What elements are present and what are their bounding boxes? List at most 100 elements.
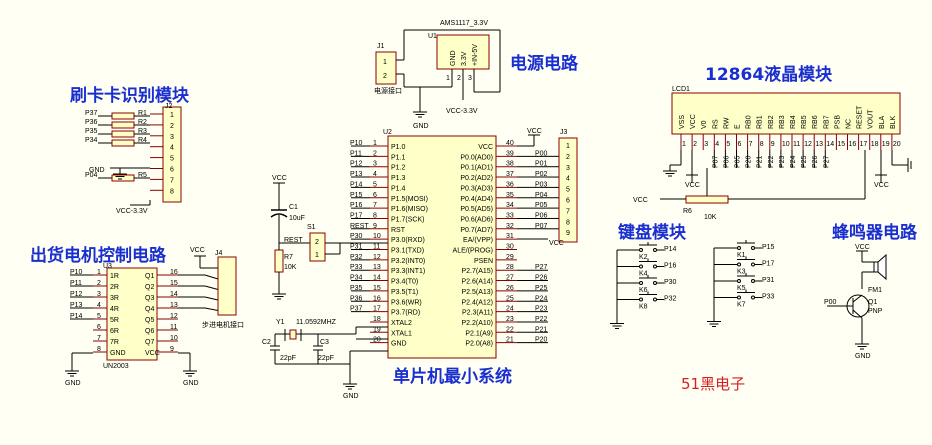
lcd-pin-vcc: VCC	[690, 114, 697, 129]
mcu-pin-num: 1	[373, 140, 377, 147]
lcd-pin-num: 3	[704, 141, 708, 148]
u3-part: UN2003	[103, 363, 129, 370]
mcu-net-p36: P36	[350, 295, 363, 302]
lcd-net-p20: P20	[746, 155, 753, 168]
u3-pin-num: 3	[97, 291, 101, 298]
mcu-pin-num: 9	[373, 223, 377, 230]
lcd-pin-bla: BLA	[879, 115, 886, 129]
mcu-pin-p1.4: P1.4	[391, 185, 406, 192]
mcu-net-p37: P37	[350, 306, 363, 313]
mcu-pin-p0.4(ad4): P0.4(AD4)	[460, 196, 493, 203]
j3-pin-9: 9	[566, 230, 570, 237]
mcu-pin-num: 27	[506, 275, 514, 282]
u3-pin-num: 4	[97, 302, 101, 309]
mcu-pin-num: 38	[506, 161, 514, 168]
mcu-pin-num: 34	[506, 202, 514, 209]
buzzer-fm-label: FM1	[868, 287, 882, 294]
mcu-pin-num: 25	[506, 295, 514, 302]
u3-pin-num: 9	[170, 346, 174, 353]
driver-u3	[106, 267, 158, 361]
mcu-pin-p2.5(a13): P2.5(A13)	[461, 289, 493, 296]
mcu-pin-vcc: VCC	[478, 144, 493, 151]
card-resistor-ref: R1	[138, 110, 147, 117]
key-net-p16: P16	[664, 263, 677, 270]
u3-pin-vcc: VCC	[145, 350, 160, 357]
key-k7: K7	[737, 302, 746, 309]
mcu-pin-p2.2(a10): P2.2(A10)	[461, 320, 493, 327]
j2-pin-3: 3	[170, 134, 174, 141]
mcu-net-p34: P34	[350, 275, 363, 282]
mcu-pin-num: 16	[373, 295, 381, 302]
lcd-pin-rb2: RB2	[768, 115, 775, 129]
mcu-pin-p3.7(rd): P3.7(RD)	[391, 310, 420, 317]
u3-pin-6r: 6R	[110, 328, 119, 335]
j2-pin-7: 7	[170, 177, 174, 184]
key-net-p14: P14	[664, 246, 677, 253]
mcu-pin-p1.1: P1.1	[391, 154, 406, 161]
lcd-pin-num: 11	[793, 141, 800, 148]
lcd-pin-num: 17	[860, 141, 868, 148]
switch-s1	[309, 232, 326, 262]
mcu-net-p33: P33	[350, 264, 363, 271]
card-resistor	[111, 121, 135, 129]
buzzer-fm1	[873, 261, 879, 273]
mcu-pin-p1.7(sck): P1.7(SCK)	[391, 216, 424, 223]
lcd-pin-num: 10	[782, 141, 790, 148]
card-net-p35: P35	[85, 128, 98, 135]
lcd-pin-rb3: RB3	[779, 115, 786, 129]
lcd-pin-rb6: RB6	[812, 115, 819, 129]
motor-gnd-left: GND	[65, 380, 81, 387]
j2-pin-2: 2	[170, 123, 174, 130]
u3-pin-num: 5	[97, 313, 101, 320]
c3-ref: C3	[320, 339, 329, 346]
card-resistor-ref: R3	[138, 128, 147, 135]
buzzer-gnd: GND	[855, 353, 871, 360]
u3-pin-q2: Q2	[145, 284, 154, 291]
mcu-vcc: VCC	[527, 128, 542, 135]
mcu-pin-num: 28	[506, 264, 514, 271]
key-k4: K4	[639, 271, 648, 278]
u3-pin-1r: 1R	[110, 273, 119, 280]
mcu-net-p32: P32	[350, 254, 363, 261]
mcu-pin-num: 2	[373, 150, 377, 157]
j1-ref: J1	[377, 43, 385, 50]
card-net-p36: P36	[85, 119, 98, 126]
j3-pin-6: 6	[566, 198, 570, 205]
lcd-pin-num: 13	[815, 141, 823, 148]
title-card-reader: 刷卡卡识别模块	[70, 85, 190, 106]
lcd-bla-vcc: VCC	[874, 182, 889, 189]
mcu-pin-num: 21	[506, 337, 514, 344]
c1-ref: C1	[289, 204, 298, 211]
mcu-net-p03: P03	[535, 181, 548, 188]
mcu-net-p24: P24	[535, 295, 548, 302]
lcd-pin-num: 16	[849, 141, 857, 148]
mcu-net-p01: P01	[535, 161, 548, 168]
lcd-pin-num: 18	[871, 141, 879, 148]
mcu-pin-p2.4(a12): P2.4(A12)	[461, 299, 493, 306]
card-net-p34: P34	[85, 137, 98, 144]
u3-pin-num: 13	[170, 302, 178, 309]
mcu-pin-p3.5(t1): P3.5(T1)	[391, 289, 418, 296]
buzzer-net: P00	[824, 299, 837, 306]
title-keypad: 键盘模块	[618, 222, 687, 243]
mcu-net-p17: P17	[350, 212, 363, 219]
card-net-p04: P04	[85, 172, 98, 179]
motor-connector-j4	[217, 256, 237, 316]
card-resistor-ref: R2	[138, 119, 147, 126]
lcd-pin-num: 20	[893, 141, 901, 148]
key-net-p15: P15	[762, 244, 775, 251]
lcd-pin-num: 2	[693, 141, 697, 148]
mcu-pin-num: 20	[373, 337, 381, 344]
mcu-pin-p2.7(a15): P2.7(A15)	[461, 268, 493, 275]
mcu-net-p13: P13	[350, 171, 363, 178]
lcd-net-p27: P27	[823, 155, 830, 168]
watermark: 51黑电子	[681, 375, 745, 393]
u3-pin-num: 6	[97, 324, 101, 331]
u3-pin-num: 2	[97, 280, 101, 287]
motor-net-p10: P10	[70, 269, 83, 276]
mcu-net-p11: P11	[350, 150, 362, 157]
mcu-pin-num: 22	[506, 326, 514, 333]
u3-pin-5r: 5R	[110, 317, 119, 324]
mcu-pin-p2.6(a14): P2.6(A14)	[461, 279, 493, 286]
